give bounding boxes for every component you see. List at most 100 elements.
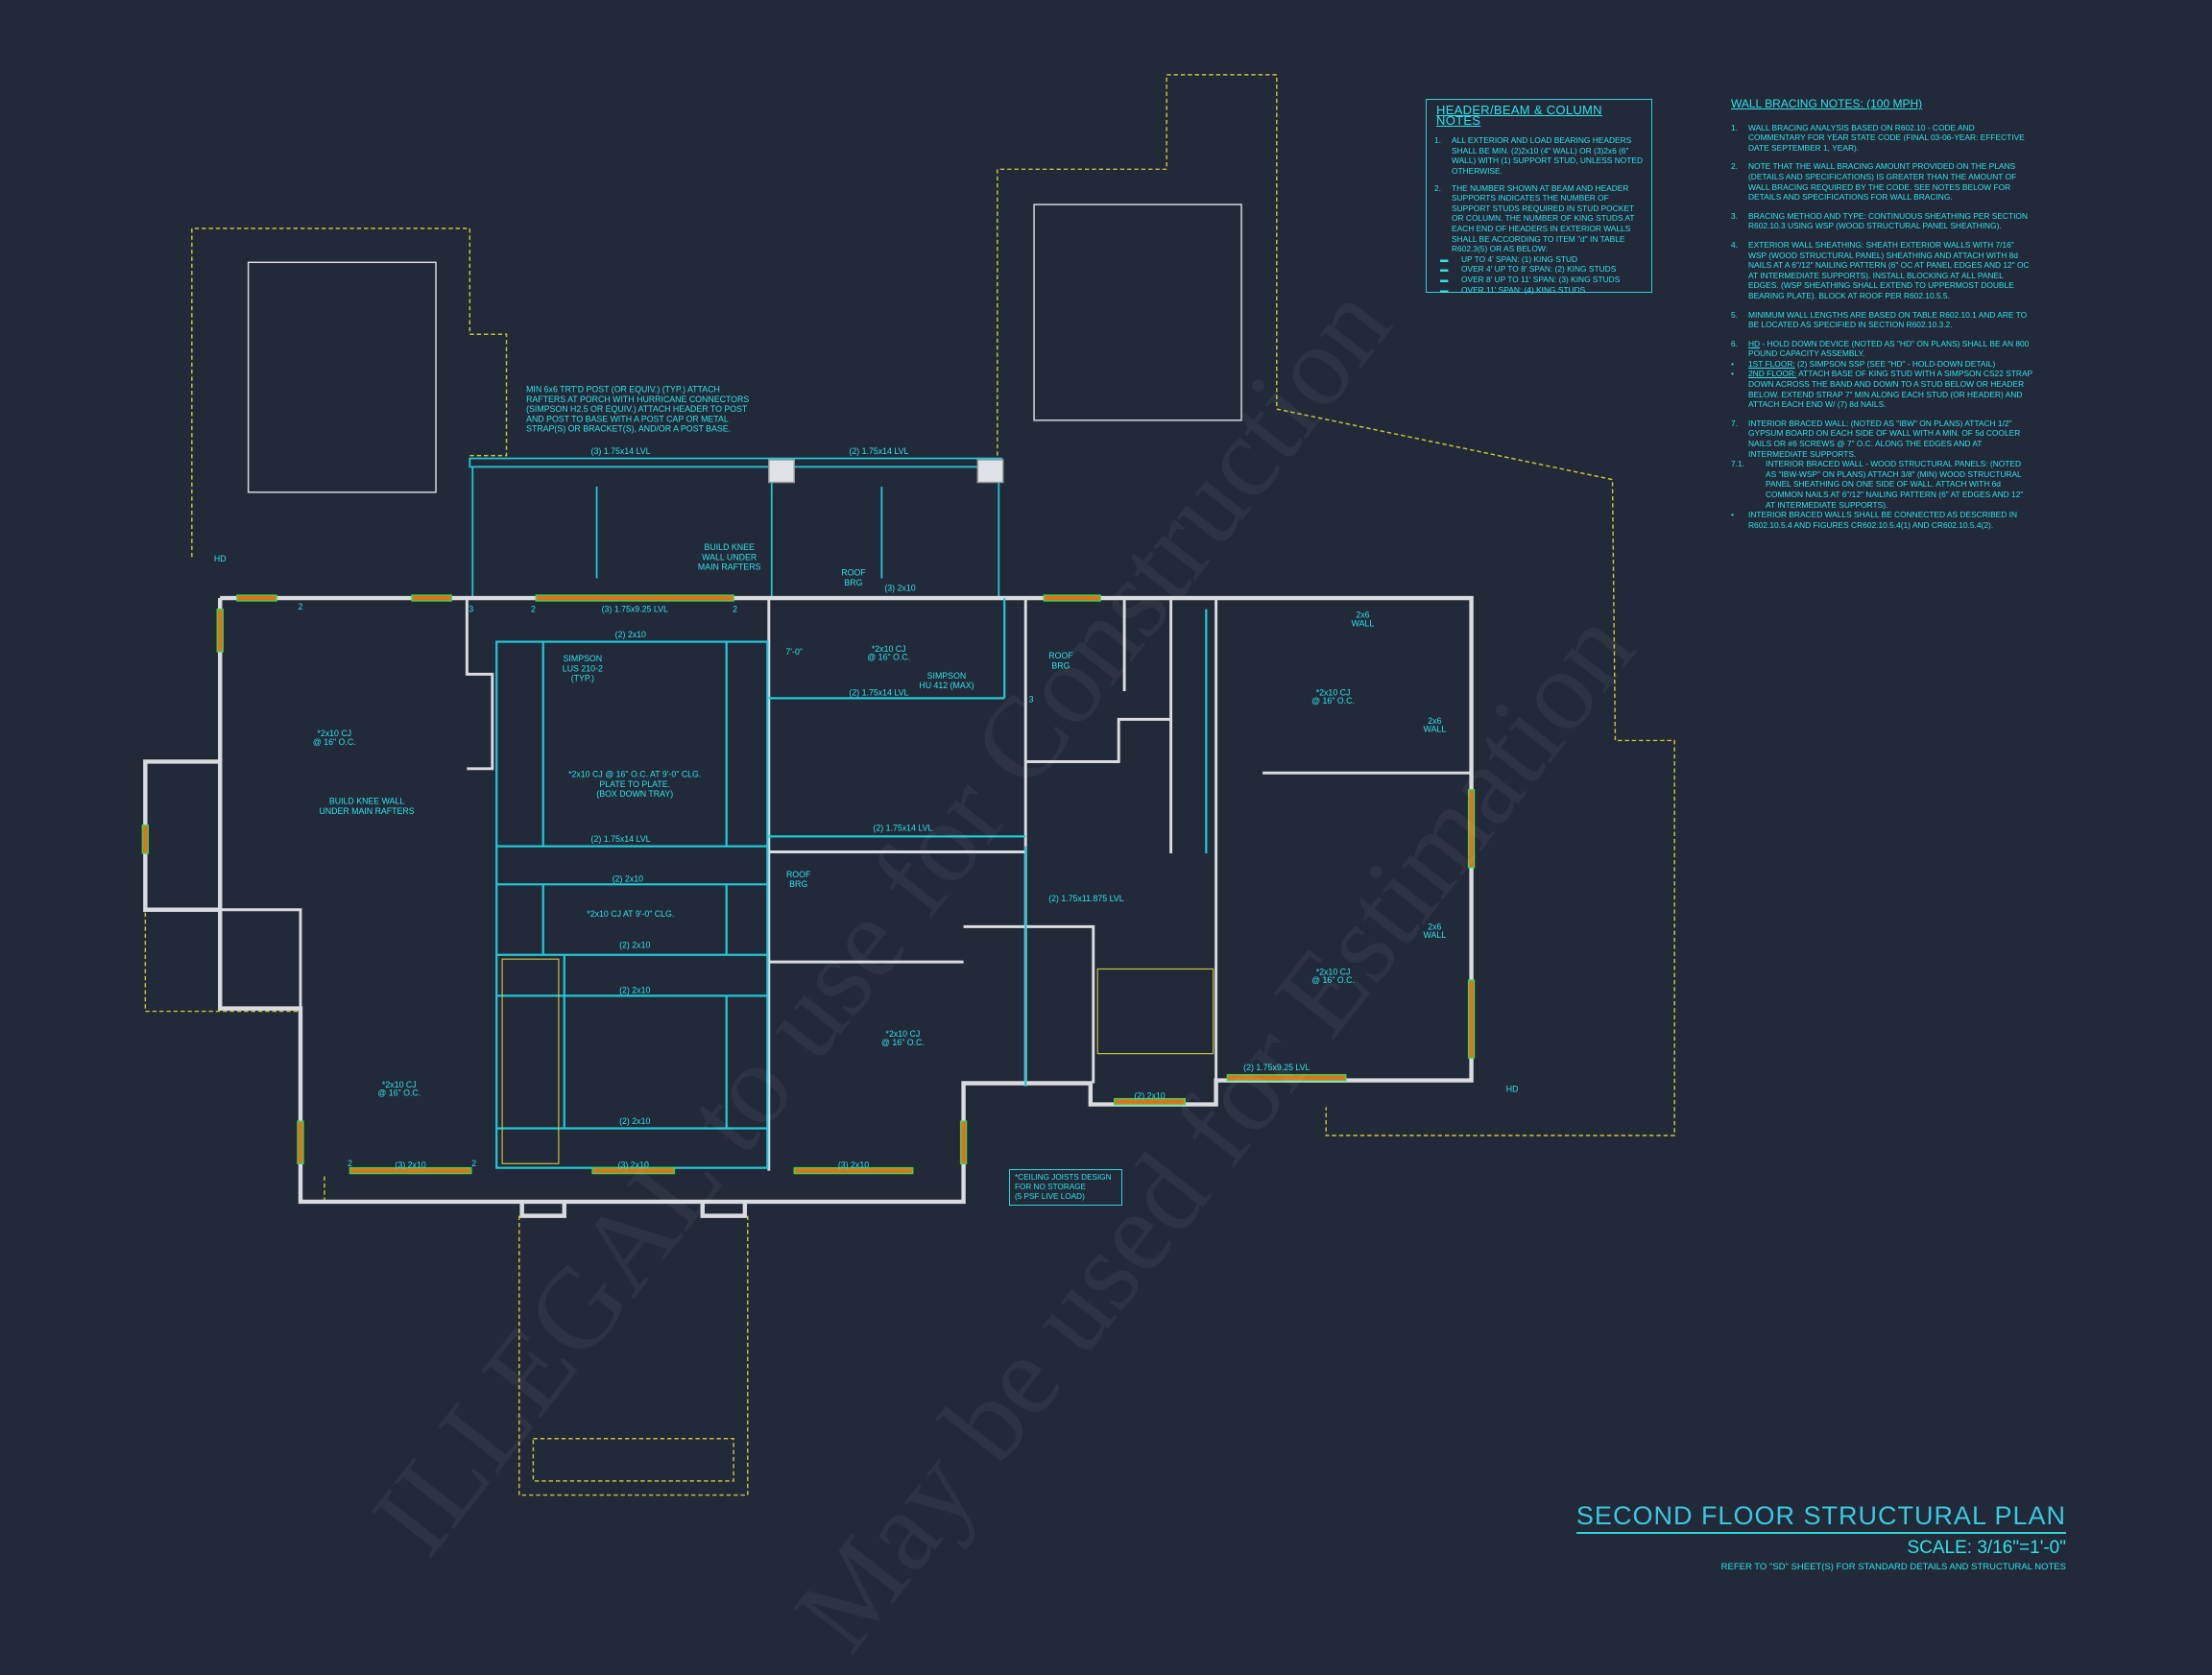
note-number: 5. [1731, 309, 1738, 320]
hold-down-label: HD [214, 554, 227, 563]
header-label: (2) 2x10 [619, 1116, 650, 1126]
joist-label: @ 16" O.C. [1311, 696, 1355, 706]
bullet-text: OVER 8' UP TO 11' SPAN: (3) KING STUDS [1461, 274, 1621, 284]
wall-label: WALL [1424, 725, 1447, 734]
note-bullet: • 2ND FLOOR: ATTACH BASE OF KING STUD WIT… [1731, 369, 2033, 409]
note-item: 1. ALL EXTERIOR AND LOAD BEARING HEADERS … [1434, 135, 1644, 176]
stud-count: 3 [469, 605, 473, 614]
beam-label: (3) 1.75x14 LVL [591, 446, 651, 456]
joist-label: *2x10 CJ [872, 644, 906, 654]
note-item: 2. NOTE THAT THE WALL BRACING AMOUNT PROV… [1731, 161, 2033, 202]
note-item: 5. MINIMUM WALL LENGTHS ARE BASED ON TABL… [1731, 310, 2033, 330]
note-line: (5 PSF LIVE LOAD) [1015, 1192, 1085, 1201]
stud-count: 2 [471, 1159, 476, 1168]
note-bullet: •INTERIOR BRACED WALLS SHALL BE CONNECTE… [1731, 510, 2033, 530]
wall-label: 2x6 [1356, 610, 1369, 620]
joist-label: *2x10 CJ [1316, 967, 1351, 976]
note-line: RAFTERS AT PORCH WITH HURRICANE CONNECTO… [526, 395, 749, 404]
stairs [501, 958, 1214, 1164]
note-number: 1. [1731, 122, 1738, 132]
bullet-icon: • [1731, 369, 1734, 379]
joist-label: @ 16" O.C. [867, 653, 910, 662]
roof-brg-label: ROOF [841, 568, 866, 578]
note-text: NOTE THAT THE WALL BRACING AMOUNT PROVID… [1748, 161, 2017, 203]
note-number: 4. [1731, 239, 1738, 250]
note-item: 1. WALL BRACING ANALYSIS BASED ON R602.10… [1731, 123, 2033, 154]
header-label: (3) 2x10 [395, 1161, 425, 1170]
plan-labels: (3) 1.75x14 LVL (2) 1.75x14 LVL (3) 1.75… [214, 446, 1519, 1170]
note-text: INTERIOR BRACED WALLS SHALL BE CONNECTED… [1748, 510, 2018, 530]
header-label: (2) 2x10 [1134, 1091, 1165, 1101]
stud-count: 2 [299, 602, 303, 611]
note-line: FOR NO STORAGE [1015, 1183, 1086, 1191]
note-bullet: ▬OVER 4' UP TO 8' SPAN: (2) KING STUDS [1440, 264, 1617, 275]
note-text: WALL BRACING ANALYSIS BASED ON R602.10 -… [1748, 122, 2025, 153]
note-text: MINIMUM WALL LENGTHS ARE BASED ON TABLE … [1748, 309, 2028, 330]
note-number: 3. [1731, 210, 1738, 221]
note-number: 1. [1434, 135, 1441, 146]
note-item: 7.INTERIOR BRACED WALL: (NOTED AS "IBW" … [1731, 419, 2033, 459]
roof-brg-label: BRG [844, 578, 862, 587]
stud-count: 2 [733, 605, 737, 614]
reference-note: REFER TO "SD" SHEET(S) FOR STANDARD DETA… [1720, 1562, 2066, 1572]
knee-wall-label: BUILD KNEE WALL [329, 797, 404, 806]
header-label: (3) 2x10 [884, 584, 915, 593]
roof-brg-label: BRG [789, 879, 807, 889]
hanger-label: HU 412 (MAX) [919, 681, 974, 690]
joist-label: *2x10 CJ [1316, 687, 1351, 697]
drawing-scale: SCALE: 3/16"=1'-0" [1907, 1538, 2066, 1558]
note-text: (2) SIMPSON SSP (SEE "HD" - HOLD-DOWN DE… [1794, 358, 1996, 369]
stud-count: 2 [531, 605, 536, 614]
joist-label: *2x10 CJ [382, 1080, 417, 1089]
joist-label: *2x10 CJ [886, 1029, 921, 1039]
note-text: BRACING METHOD AND TYPE: CONTINUOUS SHEA… [1748, 210, 2028, 231]
joist-label: @ 16" O.C. [377, 1089, 421, 1098]
header-label: (2) 2x10 [615, 630, 646, 639]
header-label: (2) 2x10 [613, 873, 643, 883]
stud-count: 2 [348, 1159, 352, 1168]
beam-label: (2) 1.75x14 LVL [849, 687, 908, 697]
note-line: STRAP(S) OR BRACKET(S), AND/OR A POST BA… [526, 424, 731, 434]
beam-label: (3) 1.75x9.25 LVL [602, 605, 668, 614]
wall-label: 2x6 [1428, 716, 1441, 726]
note-number: 2. [1731, 161, 1738, 172]
knee-wall-label: WALL UNDER [702, 552, 757, 562]
headers [141, 594, 1476, 1175]
hold-down-label: HD [1506, 1084, 1519, 1093]
header-label: (3) 2x10 [838, 1161, 869, 1170]
knee-wall-label: UNDER MAIN RAFTERS [319, 806, 414, 816]
beam-label: (2) 1.75x14 LVL [849, 446, 908, 456]
note-bullet: ▬OVER 11' SPAN: (4) KING STUDS [1440, 284, 1586, 295]
notes-title: WALL BRACING NOTES: (100 MPH) [1731, 97, 1923, 110]
note-text: EXTERIOR WALL SHEATHING: SHEATH EXTERIOR… [1748, 239, 2030, 300]
note-item: 2.THE NUMBER SHOWN AT BEAM AND HEADER SU… [1434, 183, 1644, 254]
header-label: (3) 2x10 [618, 1161, 649, 1170]
porch-posts [768, 459, 1004, 484]
joist-label: *2x10 CJ AT 9'-0" CLG. [587, 909, 674, 919]
joist-label: *2x10 CJ @ 16" O.C. AT 9'-0" CLG. [568, 770, 701, 779]
note-label: HD [1748, 338, 1761, 348]
knee-wall-label: BUILD KNEE [705, 542, 755, 552]
hanger-label: SIMPSON [927, 671, 967, 681]
joist-label: (BOX DOWN TRAY) [596, 789, 673, 799]
note-line: MIN 6x6 TRT'D POST (OR EQUIV.) (TYP.) AT… [526, 384, 720, 394]
dimension-label: 7'-0" [785, 647, 803, 657]
bullet-text: OVER 4' UP TO 8' SPAN: (2) KING STUDS [1461, 264, 1617, 275]
hanger-label: LUS 210-2 [563, 663, 603, 673]
drawing-title: SECOND FLOOR STRUCTURAL PLAN [1575, 1501, 2066, 1534]
note-text: ATTACH BASE OF KING STUD WITH A SIMPSON … [1748, 369, 2032, 410]
wall-label: WALL [1352, 618, 1375, 628]
hanger-label: SIMPSON [564, 654, 603, 663]
bullet-text: UP TO 4' SPAN: (1) KING STUD [1461, 253, 1578, 264]
note-bullet: ▬UP TO 4' SPAN: (1) KING STUD [1440, 253, 1578, 264]
hanger-label: (TYP.) [571, 674, 594, 683]
note-label: 2ND FLOOR: [1748, 369, 1797, 379]
joist-label: PLATE TO PLATE. [599, 779, 670, 789]
ceiling-joist-note: *CEILING JOISTS DESIGN FOR NO STORAGE (5… [1009, 1169, 1122, 1206]
note-line: AND POST TO BASE WITH A POST CAP OR META… [526, 414, 729, 423]
note-item: 6.HD - HOLD DOWN DEVICE (NOTED AS "HD" O… [1731, 339, 2033, 359]
note-number: 2. [1434, 182, 1441, 193]
note-line: (SIMPSON H2.5 OR EQUIV.) ATTACH HEADER T… [526, 404, 748, 414]
note-text: ALL EXTERIOR AND LOAD BEARING HEADERS SH… [1452, 135, 1644, 176]
